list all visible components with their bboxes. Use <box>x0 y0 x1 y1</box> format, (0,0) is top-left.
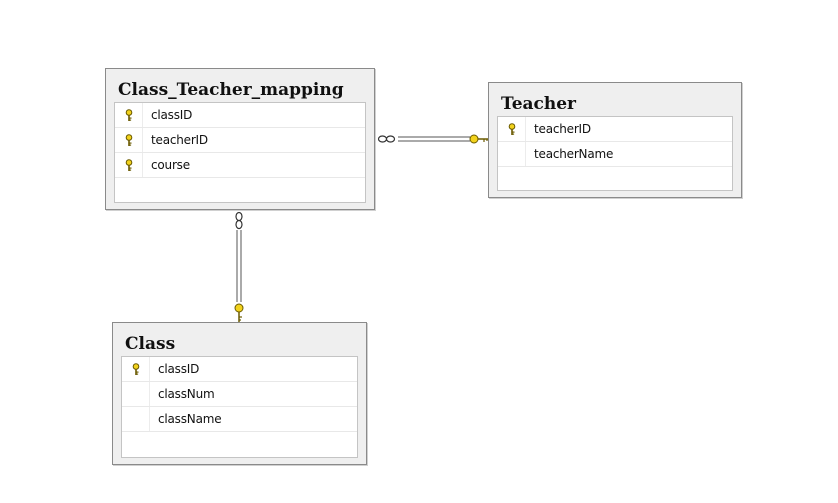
column-row-classid[interactable]: classID <box>115 103 365 128</box>
table-title: Class_Teacher_mapping <box>118 80 344 100</box>
column-name: className <box>158 412 222 426</box>
table-class-teacher-mapping[interactable]: Class_Teacher_mapping classID teacherID <box>105 68 375 210</box>
key-cell-empty <box>122 382 150 406</box>
infinity-end-icon <box>235 211 243 230</box>
primary-key-cell <box>115 128 143 152</box>
key-cell-empty <box>122 407 150 431</box>
column-row-teacherid[interactable]: teacherID <box>498 117 732 142</box>
column-row-classid[interactable]: classID <box>122 357 357 382</box>
key-end-icon <box>469 134 488 144</box>
column-name: course <box>151 158 190 172</box>
column-name: teacherID <box>151 133 208 147</box>
primary-key-icon <box>124 158 134 172</box>
primary-key-cell <box>122 357 150 381</box>
infinity-end-icon <box>377 135 396 143</box>
key-cell-empty <box>498 142 526 166</box>
column-name: classNum <box>158 387 215 401</box>
column-name: teacherName <box>534 147 614 161</box>
primary-key-icon <box>124 108 134 122</box>
table-title: Class <box>125 334 176 354</box>
column-name: classID <box>151 108 193 122</box>
primary-key-cell <box>115 153 143 177</box>
relationship-mapping-class[interactable] <box>234 211 244 323</box>
column-row-teacherid[interactable]: teacherID <box>115 128 365 153</box>
column-name: teacherID <box>534 122 591 136</box>
primary-key-icon <box>507 122 517 136</box>
primary-key-cell <box>115 103 143 127</box>
table-teacher[interactable]: Teacher teacherID teacherName <box>488 82 742 198</box>
relationship-mapping-teacher[interactable] <box>377 134 489 144</box>
key-end-icon <box>234 303 244 322</box>
column-list: classID teacherID course <box>114 102 366 203</box>
primary-key-icon <box>124 133 134 147</box>
column-row-classnum[interactable]: classNum <box>122 382 357 407</box>
column-name: classID <box>158 362 200 376</box>
table-class[interactable]: Class classID classNum className <box>112 322 367 465</box>
primary-key-cell <box>498 117 526 141</box>
column-row-classname[interactable]: className <box>122 407 357 432</box>
column-row-teachername[interactable]: teacherName <box>498 142 732 167</box>
primary-key-icon <box>131 362 141 376</box>
column-row-course[interactable]: course <box>115 153 365 178</box>
table-title: Teacher <box>501 94 577 114</box>
column-list: teacherID teacherName <box>497 116 733 191</box>
column-list: classID classNum className <box>121 356 358 458</box>
